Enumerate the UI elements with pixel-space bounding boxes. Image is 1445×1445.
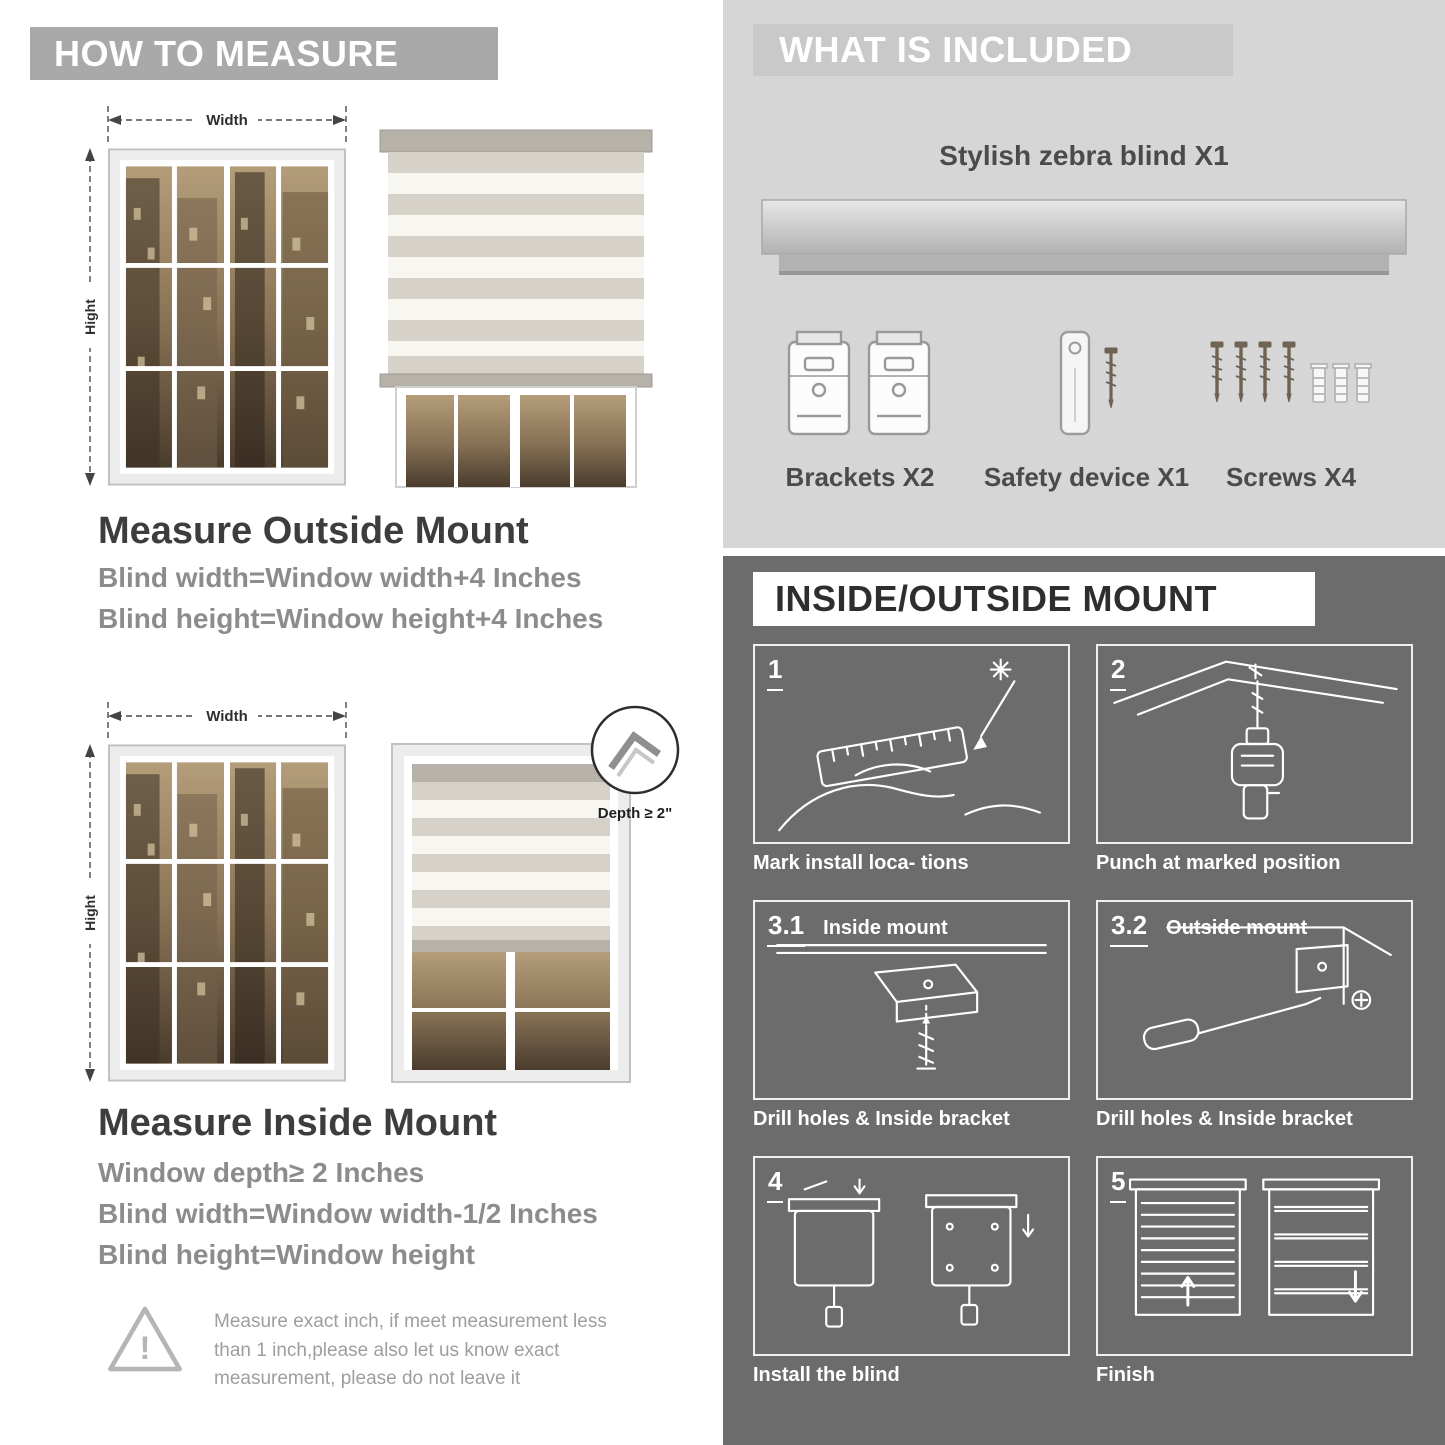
height-arrow: Hight [78, 744, 102, 1082]
screws-label: Screws X4 [1225, 462, 1357, 492]
step-number: 2 [1110, 654, 1127, 691]
step-number: 5 [1110, 1166, 1127, 1203]
step-number: 4 [767, 1166, 784, 1203]
step-1: 1 [753, 644, 1070, 878]
warning-icon: ! [108, 1306, 182, 1372]
mark-location-art [778, 658, 1041, 832]
step-caption: Finish [1096, 1364, 1155, 1386]
measure-warning: ! Measure exact inch, if meet measuremen… [104, 1300, 644, 1394]
step-5: 5 [1096, 1156, 1413, 1390]
right-column: WHAT IS INCLUDED Stylish zebra blind X1 [723, 0, 1445, 1445]
how-to-measure-section: HOW TO MEASURE Width Hight [0, 0, 722, 1445]
inside-outside-mount-section: INSIDE/OUTSIDE MOUNT 1 [723, 556, 1445, 1445]
step-caption: Punch at marked position [1096, 852, 1341, 874]
step-2: 2 [1096, 644, 1413, 878]
width-arrow: Width [107, 702, 347, 738]
inside-mount-heading: Measure Inside Mount [98, 1102, 498, 1144]
screws-icon [1210, 341, 1372, 403]
how-to-measure-banner: HOW TO MEASURE [30, 27, 498, 80]
brackets-icon [787, 330, 931, 436]
outside-bracket-art [1142, 926, 1392, 1051]
step-4-panel: 4 [753, 1156, 1070, 1356]
step-title: Inside mount [823, 917, 948, 939]
width-arrow: Width [107, 106, 347, 142]
step-3-2: 3.2 Outside mount [1096, 900, 1413, 1134]
step-3-2-panel: 3.2 Outside mount [1096, 900, 1413, 1100]
window-illustration [109, 745, 345, 1080]
step-title: Outside mount [1166, 917, 1308, 939]
step-5-panel: 5 [1096, 1156, 1413, 1356]
inside-mount-diagram: Width Hight [78, 702, 680, 1083]
step-caption: Install the blind [753, 1364, 900, 1386]
what-is-included-banner: WHAT IS INCLUDED [753, 24, 1233, 76]
window-illustration [109, 149, 345, 484]
what-is-included-section: WHAT IS INCLUDED Stylish zebra blind X1 [723, 0, 1445, 548]
safety-device-label: Safety device X1 [983, 462, 1190, 492]
step-number: 1 [767, 654, 784, 691]
zebra-blind-inside-illustration [391, 743, 631, 1083]
width-label: Width [206, 708, 248, 725]
inside-height-formula: Blind height=Window height [98, 1239, 475, 1270]
outside-mount-heading: Measure Outside Mount [98, 510, 529, 552]
drill-art [1113, 660, 1398, 820]
step-caption: Drill holes & Inside bracket [753, 1108, 1010, 1130]
corner-depth-callout: Depth ≥ 2" [590, 705, 680, 822]
safety-device-icon [1059, 330, 1118, 436]
finish-art [1128, 1178, 1381, 1316]
outside-mount-diagram: Width Hight [78, 106, 653, 488]
step-3-1: 3.1 Inside mount [753, 900, 1070, 1134]
brackets-label: Brackets X2 [785, 462, 935, 492]
step-number: 3.1 [767, 910, 806, 947]
inside-depth-formula: Window depth≥ 2 Inches [98, 1157, 425, 1188]
zebra-blind-label: Stylish zebra blind X1 [939, 140, 1229, 171]
step-number: 3.2 [1110, 910, 1149, 947]
step-caption: Drill holes & Inside bracket [1096, 1108, 1353, 1130]
warning-text: Measure exact inch, if meet measurement … [214, 1311, 607, 1389]
zebra-blind-outside-illustration [379, 129, 653, 488]
step-1-panel: 1 [753, 644, 1070, 844]
headrail-illustration [761, 199, 1407, 275]
install-blind-art [787, 1178, 1035, 1328]
inside-width-formula: Blind width=Window width-1/2 Inches [98, 1198, 598, 1229]
step-caption: Mark install loca- tions [753, 852, 969, 874]
exclamation-glyph: ! [140, 1329, 151, 1366]
depth-label: Depth ≥ 2" [598, 805, 673, 822]
step-4: 4 [753, 1156, 1070, 1390]
height-label: Hight [82, 299, 98, 335]
outside-height-formula: Blind height=Window height+4 Inches [98, 603, 604, 634]
install-steps: 1 [753, 644, 1413, 1390]
step-2-panel: 2 [1096, 644, 1413, 844]
inside-outside-mount-banner: INSIDE/OUTSIDE MOUNT [753, 572, 1315, 626]
height-label: Hight [82, 895, 98, 931]
height-arrow: Hight [78, 148, 102, 486]
step-3-1-panel: 3.1 Inside mount [753, 900, 1070, 1100]
outside-width-formula: Blind width=Window width+4 Inches [98, 562, 582, 593]
inside-bracket-art [776, 944, 1047, 1070]
width-label: Width [206, 112, 248, 129]
